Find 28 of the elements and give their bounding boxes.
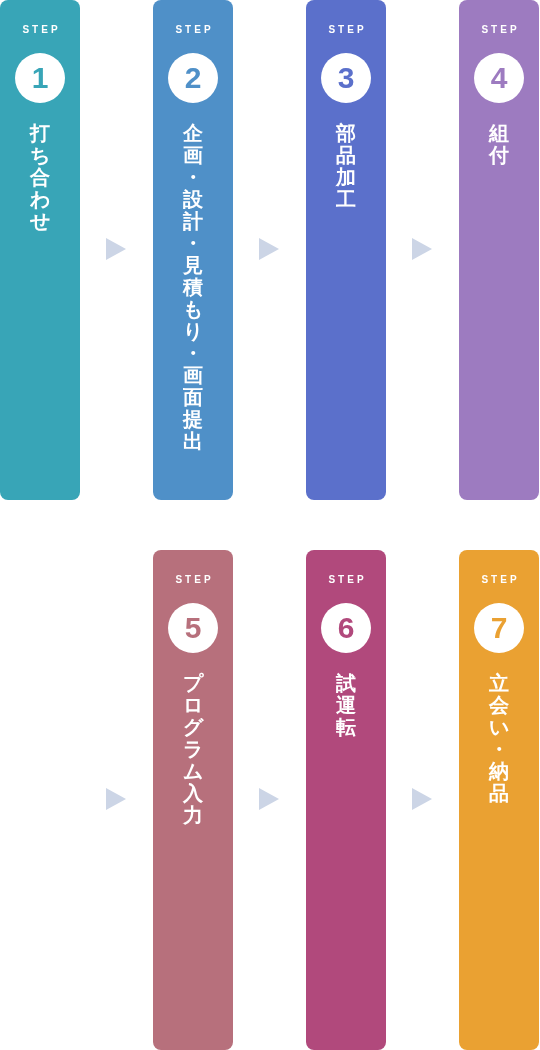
step-column [459, 0, 539, 500]
step-number: 6 [321, 603, 371, 653]
step-title: 組付 [489, 122, 509, 166]
step-title: 試運転 [336, 672, 356, 738]
step-label: STEP [480, 24, 520, 36]
step-label: STEP [327, 574, 367, 586]
step-column [306, 550, 386, 1050]
step-column [0, 0, 80, 500]
step-title: 企画・設計・見積もり・画面提出 [183, 122, 203, 452]
step-title: 立会い・納品 [489, 672, 509, 804]
step-number: 7 [474, 603, 524, 653]
step-label: STEP [480, 574, 520, 586]
step-number: 5 [168, 603, 218, 653]
step-number: 2 [168, 53, 218, 103]
step-label: STEP [174, 574, 214, 586]
step-number: 3 [321, 53, 371, 103]
step-number: 4 [474, 53, 524, 103]
step-title: 部品加工 [336, 122, 356, 210]
step-column [153, 550, 233, 1050]
step-number: 1 [15, 53, 65, 103]
step-label: STEP [327, 24, 367, 36]
step-column [306, 0, 386, 500]
step-title: プログラム入力 [183, 672, 203, 826]
step-title: 打ち合わせ [30, 122, 50, 232]
step-label: STEP [21, 24, 61, 36]
step-column [459, 550, 539, 1050]
step-column [153, 0, 233, 500]
step-label: STEP [174, 24, 214, 36]
